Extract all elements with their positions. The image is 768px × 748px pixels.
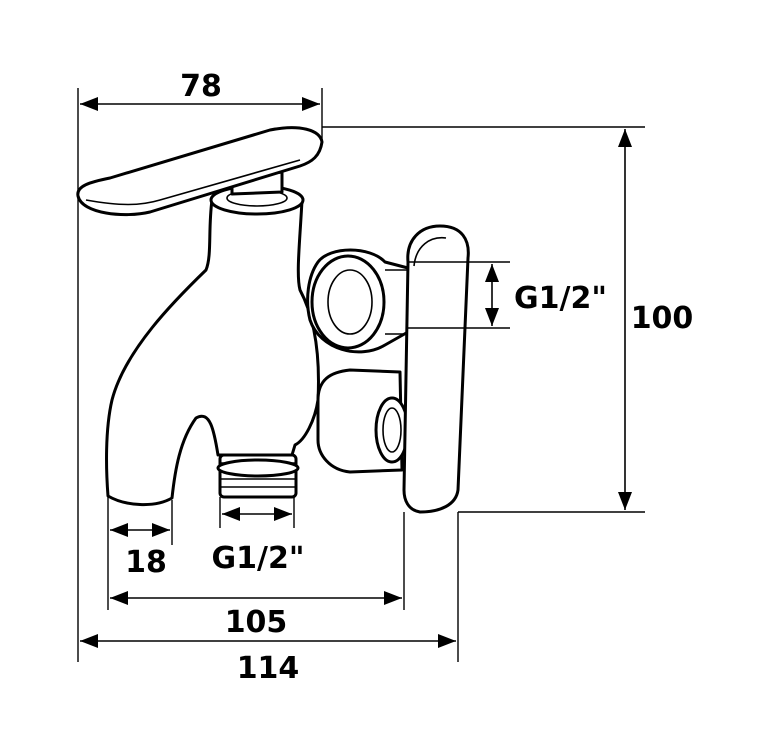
dimension-105-label: 105	[225, 605, 288, 640]
dimension-114: 114	[80, 634, 456, 686]
bottom-thread-outlet	[216, 453, 300, 499]
dimension-side-thread: G1/2"	[485, 264, 607, 326]
faucet-body	[76, 126, 470, 514]
side-outlet-upper	[306, 248, 410, 354]
dimension-78-label: 78	[180, 69, 222, 104]
side-outlet-lower	[316, 368, 410, 474]
dimension-100: 100	[618, 129, 693, 510]
side-thread-label: G1/2"	[514, 281, 607, 316]
extension-lines	[77, 88, 645, 662]
dimension-bottom-thread: G1/2"	[212, 507, 305, 576]
dimension-100-label: 100	[631, 301, 694, 336]
dimension-18-label: 18	[125, 545, 167, 580]
dimension-18: 18	[110, 523, 170, 580]
side-lever	[402, 224, 470, 514]
dimension-78: 78	[80, 69, 320, 111]
dimension-105: 105	[110, 591, 402, 640]
bottom-thread-label: G1/2"	[212, 541, 305, 576]
dimension-114-label: 114	[237, 651, 300, 686]
